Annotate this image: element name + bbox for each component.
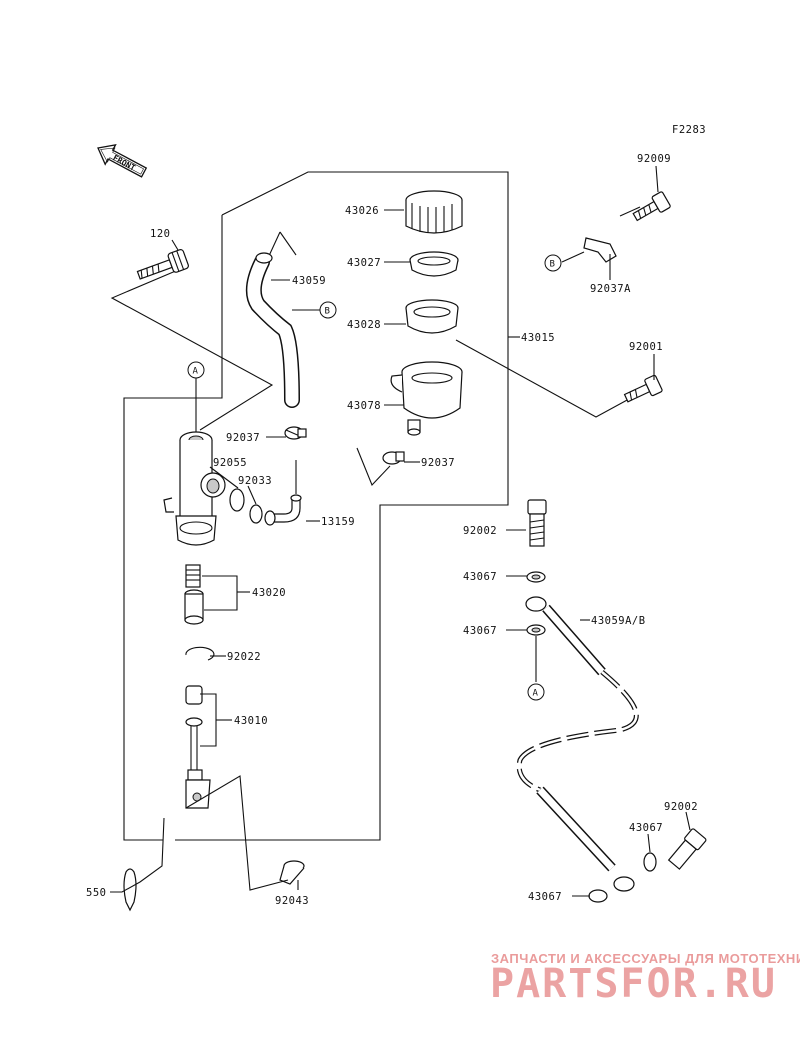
o-ring-92055 <box>229 488 245 512</box>
label-13159: 13159 <box>321 516 355 528</box>
label-92001: 92001 <box>629 341 663 353</box>
label-92037A: 92037A <box>590 283 631 295</box>
label-92055: 92055 <box>213 457 247 469</box>
washer-d <box>588 889 608 903</box>
washer-b-hole <box>531 627 541 633</box>
label-120: 120 <box>150 228 170 240</box>
part-labels: 120 43026 43027 43028 43078 43015 43059 … <box>86 153 698 907</box>
label-43015: 43015 <box>521 332 555 344</box>
label-43026: 43026 <box>345 205 379 217</box>
label-43067-a: 43067 <box>463 571 497 583</box>
hose-clamp-lower <box>382 451 405 465</box>
label-43028: 43028 <box>347 319 381 331</box>
label-92033: 92033 <box>238 475 272 487</box>
svg-text:A: A <box>533 689 539 699</box>
leader-lines <box>110 165 691 897</box>
fluid-reservoir <box>390 361 463 436</box>
clevis-pin <box>279 860 305 885</box>
callout-a-upper: A <box>187 361 205 379</box>
label-43067-c: 43067 <box>629 822 663 834</box>
callout-b-hose: B <box>319 301 337 319</box>
bolt-92009 <box>632 191 671 222</box>
master-cylinder-body <box>163 431 226 546</box>
bracket-92037a <box>583 237 617 263</box>
label-92009: 92009 <box>637 153 671 165</box>
elbow-fitting <box>264 494 302 526</box>
hose-clamp-upper <box>284 426 307 440</box>
watermark-tagline: ЗАПЧАСТИ И АКСЕССУАРЫ ДЛЯ МОТОТЕХНИКИ <box>491 951 800 966</box>
reservoir-diaphragm <box>405 299 459 334</box>
label-43010: 43010 <box>234 715 268 727</box>
assembly-outline <box>110 171 630 841</box>
label-43027: 43027 <box>347 257 381 269</box>
svg-text:A: A <box>193 367 199 377</box>
label-43020: 43020 <box>252 587 286 599</box>
label-43067-d: 43067 <box>528 891 562 903</box>
label-550: 550 <box>86 887 106 899</box>
label-43059: 43059 <box>292 275 326 287</box>
figure-code: F2283 <box>672 124 706 136</box>
piston-spring <box>185 564 201 588</box>
washer-c <box>643 852 657 872</box>
watermark-brand: PARTSFOR.RU <box>490 961 777 1007</box>
brake-hose <box>516 596 639 892</box>
callout-b-bracket: B <box>544 254 562 272</box>
label-92002-lower: 92002 <box>664 801 698 813</box>
label-43067-b: 43067 <box>463 625 497 637</box>
circlip <box>185 646 215 661</box>
label-92022: 92022 <box>227 651 261 663</box>
label-92037-lower: 92037 <box>421 457 455 469</box>
piston <box>184 589 204 625</box>
front-arrow-icon: FRONT <box>97 143 148 178</box>
o-ring-92033 <box>249 504 263 524</box>
label-92037-upper: 92037 <box>226 432 260 444</box>
label-92043: 92043 <box>275 895 309 907</box>
callout-a-lower: A <box>527 683 545 701</box>
banjo-bolt-lower <box>667 828 707 870</box>
reservoir-hose <box>245 252 300 408</box>
banjo-bolt-upper <box>527 499 547 547</box>
bolt-92001 <box>623 374 663 403</box>
svg-text:B: B <box>550 260 555 270</box>
push-rod-assembly <box>185 685 211 809</box>
label-43059AB: 43059A/B <box>591 615 646 627</box>
svg-text:B: B <box>325 307 330 317</box>
label-92002-upper: 92002 <box>463 525 497 537</box>
bolt-120 <box>136 249 189 280</box>
reservoir-cap <box>405 190 463 234</box>
washer-a-hole <box>531 574 541 580</box>
label-43078: 43078 <box>347 400 381 412</box>
reservoir-plate <box>409 251 459 277</box>
cotter-pin <box>123 868 137 912</box>
